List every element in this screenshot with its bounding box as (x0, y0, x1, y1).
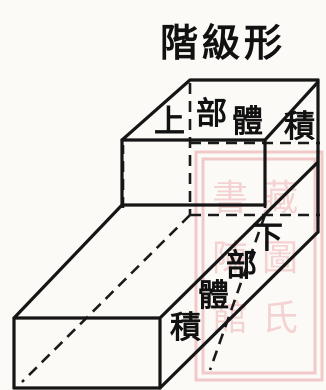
upper-block-top-right-edge (263, 80, 320, 142)
lower-label-char: 部 (226, 248, 257, 284)
upper-label-char: 部 (196, 96, 227, 132)
lower-label-char: 體 (198, 278, 229, 314)
lower-block-top-right-edge (158, 160, 320, 320)
hidden-edge (21, 214, 191, 383)
seal-border (194, 150, 324, 382)
upper-block-top-edges (120, 78, 320, 142)
lower-block (12, 148, 320, 390)
lower-label-char: 下 (252, 220, 283, 256)
lower-block-left-edges (12, 203, 124, 390)
hidden-edge (208, 214, 267, 371)
lower-block-front-edges (12, 316, 162, 390)
lower-part-label: 下 部 體 積 (170, 220, 283, 346)
seal-stamp: 書 藏 陳 圖 館 氏 (194, 150, 324, 382)
seal-glyph: 氏 (262, 298, 298, 339)
diagram-title: 階級形 (160, 20, 286, 65)
upper-label-char: 體 (232, 104, 263, 140)
upper-label-char: 積 (284, 109, 315, 145)
upper-label-char: 上 (154, 104, 185, 140)
lower-block-bottom-right-edge (158, 230, 320, 390)
seal-inner-border (201, 157, 317, 375)
lower-label-char: 積 (170, 310, 201, 346)
upper-part-label: 上 部 體 積 (154, 96, 315, 145)
seal-glyph: 書 (212, 178, 248, 219)
